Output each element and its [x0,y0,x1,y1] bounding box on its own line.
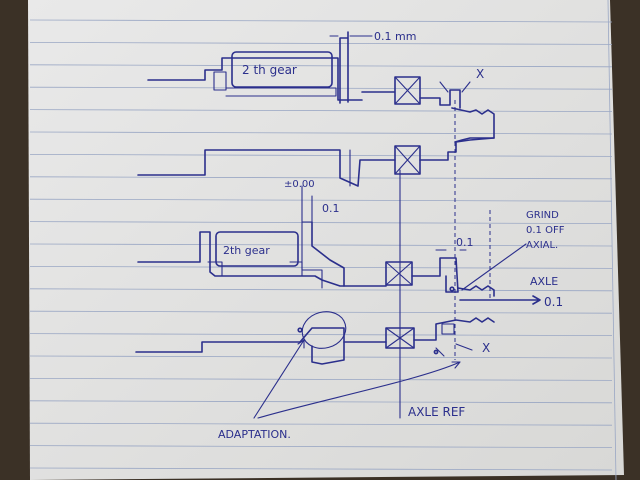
gear-mid-box [215,231,299,267]
ruled-line [29,333,613,337]
ruled-line [29,243,613,247]
label-axle-ref: AXLE REF [408,405,465,419]
label-x-bottom: X [482,341,490,355]
bearing-top [394,76,421,105]
ruled-line [29,467,613,471]
ruled-line [29,131,613,135]
grind-pointer [461,243,527,291]
ruled-lines [29,19,613,471]
ruled-line [29,445,613,449]
label-axle-value: 0.1 [544,295,563,309]
bearing-second [394,145,421,175]
ruled-line [29,288,613,292]
label-axle: AXLE [530,275,558,288]
ruled-line [29,198,613,202]
adaptation-arrow-2 [257,361,461,419]
ruled-line [29,422,613,426]
ruled-line [29,377,613,381]
page-margin [607,0,617,480]
ruled-line [29,221,613,225]
bottom-shaft [135,317,495,365]
label-grind-3: AXIAL. [526,240,558,251]
ruled-line [29,176,613,180]
adaptation-arrow-1 [253,339,305,419]
ruled-line [29,153,613,157]
gear-top-box [231,51,333,88]
adaptation-circle [301,311,347,349]
ruled-line [29,64,613,68]
label-gear-top: 2 th gear [242,63,297,77]
bearing-third [385,261,413,286]
label-adaptation: ADAPTATION. [218,428,291,441]
third-shaft [137,221,495,297]
ruled-line [29,42,613,45]
gear-top-hub [213,71,227,91]
label-clearance-top: 0.1 mm [374,30,416,43]
label-grind-2: 0.1 OFF [526,225,565,236]
label-grind-1: GRIND [526,210,559,221]
label-x-top: X [476,67,484,81]
label-tolerance: ±0.00 [284,179,315,190]
paper-page [28,0,624,480]
ruled-line [29,109,613,112]
axle-arrow [459,295,541,305]
label-clearance-mid: 0.1 [322,202,340,215]
top-shaft [147,31,495,143]
second-shaft [137,137,495,187]
ruled-line [29,355,613,359]
ruled-line [29,19,613,23]
label-gear-mid: 2th gear [223,244,270,257]
ruled-line [29,265,613,269]
label-clearance-right: 0.1 [456,236,474,249]
